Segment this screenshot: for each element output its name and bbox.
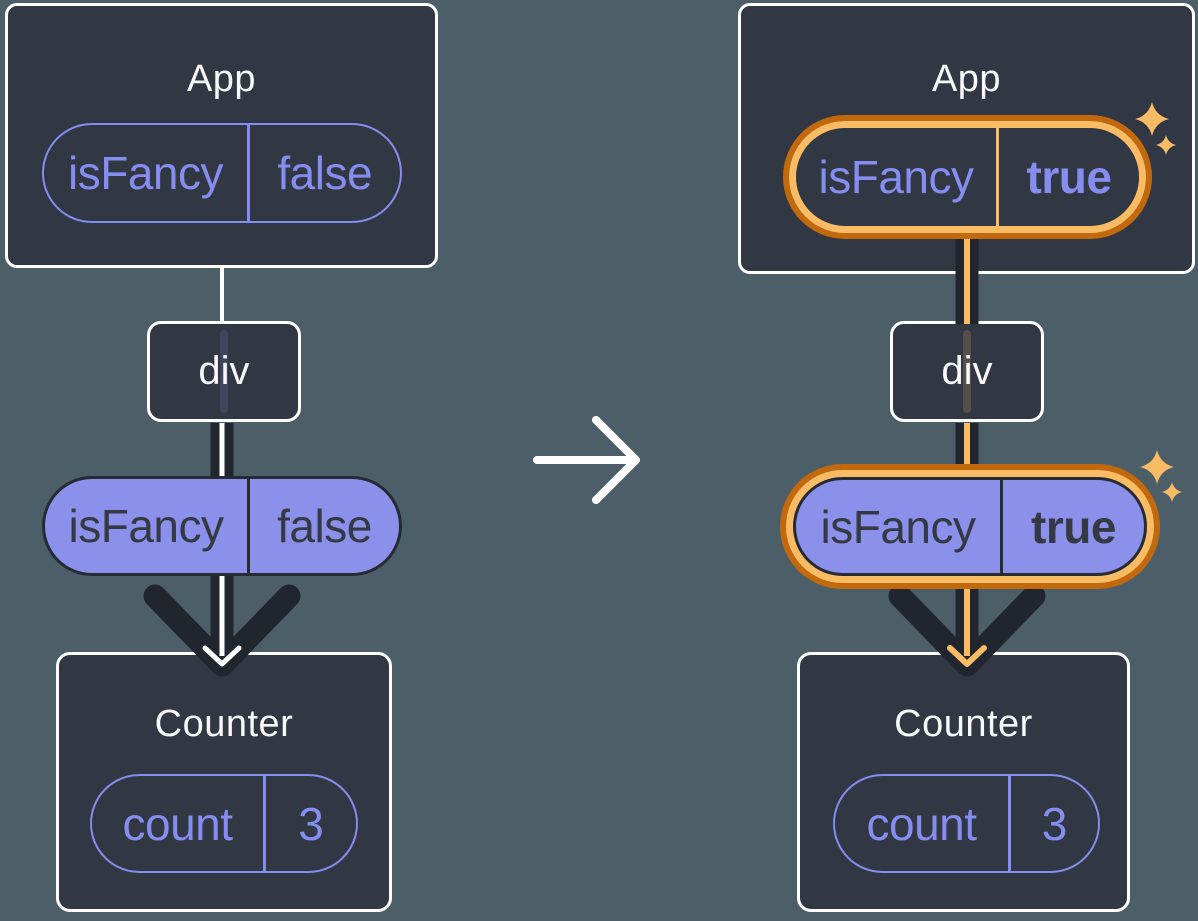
sparkle-icon xyxy=(1140,450,1174,484)
prop-thread xyxy=(220,330,228,413)
prop-value: false xyxy=(277,500,372,552)
passed-prop-pill-after-highlighted: isFancy true xyxy=(793,477,1147,576)
div-element-node-after: div xyxy=(890,321,1044,422)
prop-value: true xyxy=(1026,151,1112,203)
passed-prop-pill-before: isFancy false xyxy=(42,476,402,576)
prop-value: false xyxy=(277,147,373,199)
div-label: div xyxy=(198,349,250,393)
state-name: count xyxy=(122,797,233,850)
prop-name: isFancy xyxy=(820,500,976,553)
prop-pill-app-before: isFancy false xyxy=(42,123,402,223)
prop-pill-app-after-highlighted: isFancy true xyxy=(789,121,1146,233)
pill-divider xyxy=(996,128,999,226)
pill-divider xyxy=(1000,480,1003,573)
pill-divider xyxy=(247,125,250,221)
component-title: Counter xyxy=(154,703,294,745)
state-name: count xyxy=(866,797,977,850)
component-title: App xyxy=(931,58,1002,100)
prop-thread xyxy=(963,330,971,413)
state-pill-counter-after: count 3 xyxy=(833,774,1100,873)
state-pill-counter-before: count 3 xyxy=(90,774,358,873)
prop-name: isFancy xyxy=(68,500,224,552)
pill-divider xyxy=(263,776,266,871)
div-element-node-before: div xyxy=(147,321,301,422)
component-title: App xyxy=(186,58,257,100)
prop-name: isFancy xyxy=(68,147,223,199)
state-value: 3 xyxy=(1041,797,1068,850)
sparkle-icon xyxy=(1162,482,1182,502)
state-value: 3 xyxy=(298,797,324,850)
prop-name: isFancy xyxy=(818,151,974,203)
pill-divider xyxy=(247,479,250,573)
pill-divider xyxy=(1008,776,1011,871)
prop-value: true xyxy=(1031,500,1116,553)
div-label: div xyxy=(941,349,993,393)
component-title: Counter xyxy=(894,703,1033,745)
right-arrow-icon xyxy=(533,416,640,504)
